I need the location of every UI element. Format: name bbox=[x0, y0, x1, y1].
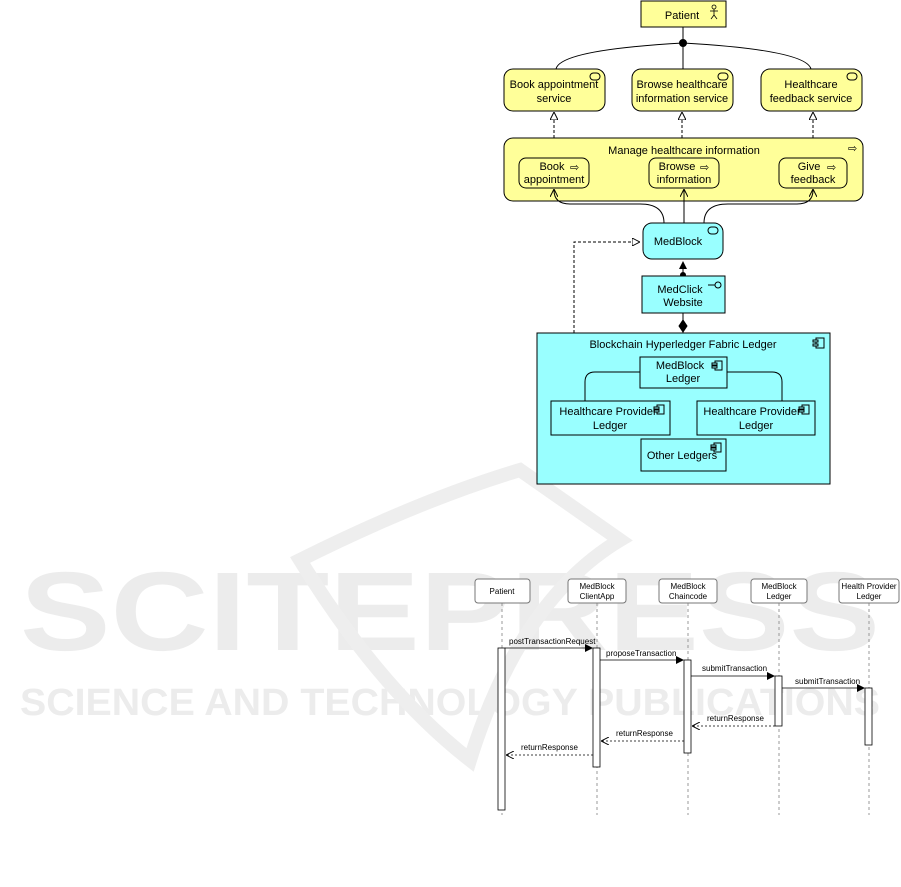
medblock-process-links bbox=[554, 190, 813, 224]
watermark: SCITEPRESS SCIENCE AND TECHNOLOGY PUBLIC… bbox=[20, 462, 880, 772]
label-return-response-3: returnResponse bbox=[521, 743, 578, 752]
medblock-ledger-component[interactable]: MedBlock Ledger bbox=[639, 356, 728, 389]
sequence-messages bbox=[505, 644, 865, 755]
component-icon bbox=[653, 404, 665, 415]
healthcare-provider-ledger-a[interactable]: Healthcare Provider Ledger bbox=[550, 400, 671, 436]
other-ledgers-component[interactable]: Other Ledgers bbox=[640, 438, 727, 472]
component-icon bbox=[711, 360, 723, 371]
seq-actor-clientapp[interactable]: MedBlock ClientApp bbox=[567, 578, 627, 604]
sequence-message-labels: postTransactionRequest proposeTransactio… bbox=[509, 637, 860, 752]
seq-provider-line2: Ledger bbox=[857, 592, 882, 601]
component-icon bbox=[710, 442, 722, 453]
healthcare-provider-ledger-b[interactable]: Healthcare Provider Ledger bbox=[696, 400, 816, 436]
seq-actor-patient[interactable]: Patient bbox=[474, 578, 531, 604]
patient-actor-box[interactable]: Patient bbox=[640, 0, 727, 28]
process-arrow-icon: ⇨ bbox=[848, 143, 857, 155]
provider-b-line2: Ledger bbox=[739, 420, 774, 432]
medclick-website-interface[interactable]: MedClick Website bbox=[641, 275, 726, 314]
seq-actor-ledger[interactable]: MedBlock Ledger bbox=[750, 578, 808, 604]
seq-chaincode-line2: Chaincode bbox=[669, 592, 708, 601]
give-process-line1: Give bbox=[798, 161, 821, 173]
activation-provider bbox=[864, 687, 873, 746]
book-appointment-process[interactable]: Book ⇨ appointment bbox=[518, 157, 590, 189]
service-icon bbox=[846, 72, 858, 81]
book-process-line1: Book bbox=[539, 161, 565, 173]
other-ledgers-label: Other Ledgers bbox=[647, 450, 718, 462]
activation-chaincode bbox=[683, 659, 692, 754]
activation-patient bbox=[497, 647, 506, 811]
inner-ledger-links bbox=[584, 371, 783, 401]
medblock-website-link bbox=[679, 261, 687, 278]
healthcare-feedback-service[interactable]: Healthcare feedback service bbox=[760, 68, 863, 112]
service-icon bbox=[589, 72, 601, 81]
activation-clientapp bbox=[592, 647, 601, 768]
patient-service-links bbox=[555, 27, 812, 70]
process-arrow-icon: ⇨ bbox=[700, 162, 709, 174]
browse-service-line2: information service bbox=[636, 93, 728, 105]
browse-process-line1: Browse bbox=[659, 161, 696, 173]
website-line1: MedClick bbox=[657, 284, 703, 296]
seq-provider-line1: Health Provider bbox=[841, 582, 896, 591]
seq-chaincode-line1: MedBlock bbox=[670, 582, 706, 591]
seq-actor-chaincode[interactable]: MedBlock Chaincode bbox=[658, 578, 718, 604]
browse-service-line1: Browse healthcare bbox=[636, 79, 727, 91]
process-title: Manage healthcare information bbox=[608, 145, 760, 157]
feedback-service-line2: feedback service bbox=[770, 93, 853, 105]
label-submit-transaction-2: submitTransaction bbox=[795, 677, 860, 686]
component-icon bbox=[798, 404, 810, 415]
medblock-app-service[interactable]: MedBlock bbox=[642, 222, 724, 260]
watermark-main: SCITEPRESS bbox=[20, 549, 880, 674]
label-return-response-1: returnResponse bbox=[707, 714, 764, 723]
medblock-ledger-line2: Ledger bbox=[666, 373, 701, 385]
component-icon bbox=[812, 337, 825, 349]
browse-process-line2: information bbox=[657, 174, 711, 186]
book-appointment-service[interactable]: Book appointment service bbox=[503, 68, 606, 112]
provider-a-line2: Ledger bbox=[593, 420, 628, 432]
label-return-response-2: returnResponse bbox=[616, 729, 673, 738]
seq-actor-provider[interactable]: Health Provider Ledger bbox=[838, 578, 900, 604]
blockchain-title: Blockchain Hyperledger Fabric Ledger bbox=[589, 339, 776, 351]
book-service-line2: service bbox=[537, 93, 572, 105]
process-arrow-icon: ⇨ bbox=[570, 162, 579, 174]
seq-ledger-line1: MedBlock bbox=[761, 582, 797, 591]
architecture-diagram: Patient Book appointment service bbox=[503, 0, 864, 485]
book-service-line1: Book appointment bbox=[510, 79, 599, 91]
feedback-service-line1: Healthcare bbox=[784, 79, 837, 91]
label-post-transaction: postTransactionRequest bbox=[509, 637, 596, 646]
give-process-line2: feedback bbox=[791, 174, 836, 186]
browse-information-process[interactable]: Browse ⇨ information bbox=[648, 157, 720, 189]
watermark-book-shape bbox=[290, 462, 633, 772]
provider-a-line1: Healthcare Provider bbox=[559, 406, 657, 418]
medblock-label: MedBlock bbox=[654, 236, 703, 248]
label-submit-transaction-1: submitTransaction bbox=[702, 664, 767, 673]
medblock-ledger-line1: MedBlock bbox=[656, 360, 705, 372]
process-arrow-icon: ⇨ bbox=[827, 162, 836, 174]
seq-client-line2: ClientApp bbox=[580, 592, 615, 601]
actor-icon bbox=[710, 4, 718, 20]
activation-ledger bbox=[774, 675, 783, 727]
give-feedback-process[interactable]: Give ⇨ feedback bbox=[778, 157, 848, 189]
seq-client-line1: MedBlock bbox=[579, 582, 615, 591]
website-line2: Website bbox=[663, 297, 703, 309]
label-propose-transaction: proposeTransaction bbox=[606, 649, 676, 658]
website-ledger-link bbox=[678, 313, 688, 333]
service-icon bbox=[707, 226, 719, 235]
patient-label: Patient bbox=[665, 10, 699, 22]
sequence-diagram: Patient MedBlock ClientApp MedBlock Chai… bbox=[474, 578, 900, 815]
interface-icon bbox=[708, 281, 722, 289]
seq-patient-label: Patient bbox=[490, 587, 516, 596]
service-icon bbox=[717, 72, 729, 81]
activation-bars bbox=[497, 647, 873, 811]
watermark-sub: SCIENCE AND TECHNOLOGY PUBLICATIONS bbox=[20, 682, 880, 724]
ledger-realization-link bbox=[573, 242, 639, 333]
seq-ledger-line2: Ledger bbox=[767, 592, 792, 601]
book-process-line2: appointment bbox=[524, 174, 585, 186]
browse-information-service[interactable]: Browse healthcare information service bbox=[631, 68, 734, 112]
provider-b-line1: Healthcare Provider bbox=[703, 406, 801, 418]
